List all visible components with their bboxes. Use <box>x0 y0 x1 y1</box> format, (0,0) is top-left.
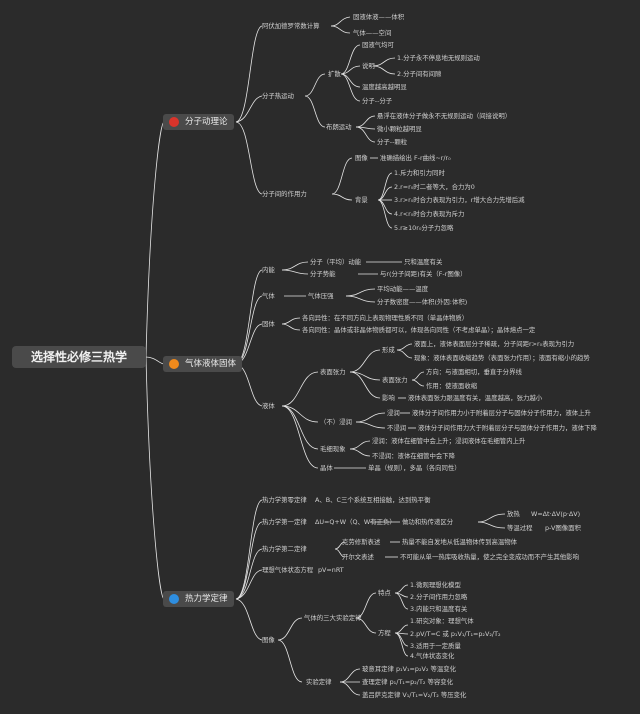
node[interactable]: 液体 <box>262 402 275 410</box>
node[interactable]: 热力学第一定律 <box>262 518 307 526</box>
node[interactable]: 3.r>r₀时合力表现为引力，r增大合力先增后减 <box>394 196 525 204</box>
topic-label: 气体液体固体 <box>185 359 237 369</box>
node[interactable]: 不浸润：液体在细管中会下降 <box>372 452 456 460</box>
node[interactable]: 与r(分子间距)有关（F-r图像） <box>380 270 467 278</box>
node[interactable]: 表面张力 <box>320 368 346 376</box>
node[interactable]: 克劳修斯表述 <box>342 538 381 546</box>
node[interactable]: 1.斥力和引力同时 <box>394 169 445 177</box>
node[interactable]: 3.内能只和温度有关 <box>410 605 468 613</box>
node[interactable]: 液体表面张力跟温度有关，温度越高，张力越小 <box>408 394 543 402</box>
node[interactable]: 背景 <box>355 196 368 204</box>
node[interactable]: 做功和热传递区分 <box>402 518 454 526</box>
node[interactable]: 现象：液体表面收缩趋势（表面张力作用）；液面有缩小的趋势 <box>414 354 590 362</box>
node[interactable]: 4.气体状态变化 <box>410 652 455 660</box>
node[interactable]: 热力学第二定律 <box>262 545 307 553</box>
red-circle-icon <box>169 117 179 127</box>
node[interactable]: 3.适用于一定质量 <box>410 642 461 650</box>
node[interactable]: 单晶（规则），多晶（各向同性） <box>368 464 461 472</box>
node[interactable]: 方程 <box>378 629 391 637</box>
node[interactable]: 各向异性：在不同方向上表现物理性质不同（单晶体物质） <box>302 314 469 322</box>
node[interactable]: （不）浸润 <box>320 418 352 426</box>
node[interactable]: 形成 <box>382 346 395 354</box>
node[interactable]: 分子--分子 <box>362 97 393 105</box>
node[interactable]: 1.分子永不停息地无规则运动 <box>397 54 480 62</box>
node[interactable]: 4.r<r₀时合力表现为斥力 <box>394 210 465 218</box>
node[interactable]: 气体压强 <box>308 292 334 300</box>
node[interactable]: 固液气均可 <box>362 41 394 49</box>
node[interactable]: 盖吕萨克定律 V₁/T₁=V₂/T₂ 等压变化 <box>362 691 467 699</box>
node[interactable]: 布朗运动 <box>326 123 352 131</box>
orange-circle-icon <box>169 359 179 369</box>
node[interactable]: 方向：与液面相切，垂直于分界线 <box>426 368 522 376</box>
node[interactable]: 浸润：液体在细管中会上升；浸润液体在毛细管内上升 <box>372 437 526 445</box>
node[interactable]: ΔU=Q+W（Q、W有正负） <box>315 518 396 526</box>
node[interactable]: 特点 <box>378 589 391 597</box>
node[interactable]: 气体 <box>262 292 275 300</box>
node[interactable]: 分子--颗粒 <box>377 138 408 146</box>
topic-thermodynamics-laws[interactable]: 热力学定律 <box>163 591 234 607</box>
node[interactable]: 2.分子间有间隙 <box>397 70 442 78</box>
node[interactable]: 悬浮在液体分子做永不无规则运动（间接说明） <box>377 112 512 120</box>
node[interactable]: 1.微观理想化模型 <box>410 581 461 589</box>
node[interactable]: 扩散 <box>328 70 341 78</box>
topic-gas-liquid-solid[interactable]: 气体液体固体 <box>163 356 243 372</box>
node[interactable]: 2.pV/T=C 或 p₁V₁/T₁=p₂V₂/T₂ <box>410 630 501 638</box>
node[interactable]: 毛细现象 <box>320 445 346 453</box>
node[interactable]: 分子势能 <box>310 270 336 278</box>
node[interactable]: 等温过程 <box>507 524 533 532</box>
blue-circle-icon <box>169 594 179 604</box>
node[interactable]: 不可能从单一热库吸收热量，使之完全变成功而不产生其他影响 <box>400 553 579 561</box>
node[interactable]: 固液体液——体积 <box>353 13 405 21</box>
node[interactable]: 热力学第零定律 <box>262 496 307 504</box>
node[interactable]: 只和温度有关 <box>404 258 443 266</box>
node[interactable]: 图像 <box>355 154 368 162</box>
node[interactable]: 气体——空间 <box>353 29 392 37</box>
node[interactable]: 2.分子间作用力忽略 <box>410 593 468 601</box>
node[interactable]: 2.r=r₀时二者等大，合力为0 <box>394 183 475 191</box>
node[interactable]: 内能 <box>262 266 275 274</box>
node[interactable]: 理想气体状态方程 <box>262 566 314 574</box>
topic-label: 热力学定律 <box>185 594 228 604</box>
node[interactable]: 实验定律 <box>306 678 332 686</box>
node[interactable]: 液体分子间作用力小于附着层分子与固体分子作用力，液体上升 <box>412 409 591 417</box>
node[interactable]: 开尔文表述 <box>342 553 374 561</box>
node[interactable]: W=Δt·ΔV(p·ΔV) <box>531 510 581 518</box>
node[interactable]: 阿伏加德罗常数计算 <box>262 22 320 30</box>
node[interactable]: 分子（平均）动能 <box>310 258 362 266</box>
node[interactable]: 各向同性：晶体或非晶体物质都可以，体现各向同性（不考虑单晶）；晶体熔点一定 <box>302 326 536 334</box>
node[interactable]: 晶体 <box>320 464 333 472</box>
node[interactable]: 平均动能——温度 <box>377 285 429 293</box>
node[interactable]: 5.r≥10r₀分子力忽略 <box>394 224 454 232</box>
node[interactable]: 分子数密度——体积(外因:体积) <box>377 298 468 306</box>
node[interactable]: 图像 <box>262 636 275 644</box>
node[interactable]: 液面上，液体表面层分子稀疏，分子间距r>r₀表现为引力 <box>414 340 575 348</box>
node[interactable]: 气体的三大实验定律 <box>304 614 362 622</box>
node[interactable]: 浸润 <box>387 409 400 417</box>
node[interactable]: p-V图像面积 <box>545 524 581 532</box>
topic-molecular-kinetic-theory[interactable]: 分子动理论 <box>163 114 234 130</box>
node[interactable]: 热量不能自发地从低温物体传到高温物体 <box>402 538 518 546</box>
node[interactable]: 准确描绘出 F-r曲线~r/r₀ <box>380 154 451 162</box>
node[interactable]: 固体 <box>262 320 275 328</box>
node[interactable]: 分子间的作用力 <box>262 190 307 198</box>
node[interactable]: 表面张力 <box>382 376 408 384</box>
topic-label: 分子动理论 <box>185 117 228 127</box>
node[interactable]: 不浸润 <box>387 424 407 432</box>
node[interactable]: 分子热运动 <box>262 92 294 100</box>
node[interactable]: 微小颗粒越明显 <box>377 125 422 133</box>
node[interactable]: pV=nRT <box>318 566 344 574</box>
node[interactable]: 液体分子间作用力大于附着层分子与固体分子作用力，液体下降 <box>418 424 597 432</box>
node[interactable]: 说明 <box>362 62 375 70</box>
root-topic[interactable]: 选择性必修三热学 <box>12 346 146 368</box>
node[interactable]: A、B、C三个系统互相接触，达到热平衡 <box>315 496 431 504</box>
node[interactable]: 放热 <box>507 510 520 518</box>
node[interactable]: 1.研究对象：理想气体 <box>410 617 474 625</box>
node[interactable]: 查理定律 p₁/T₁=p₂/T₂ 等容变化 <box>362 678 454 686</box>
node[interactable]: 玻意耳定律 p₁V₁=p₂V₂ 等温变化 <box>362 665 457 673</box>
node[interactable]: 作用：使液面收缩 <box>426 382 478 390</box>
node[interactable]: 影响 <box>382 394 395 402</box>
node[interactable]: 温度越高越明显 <box>362 83 407 91</box>
